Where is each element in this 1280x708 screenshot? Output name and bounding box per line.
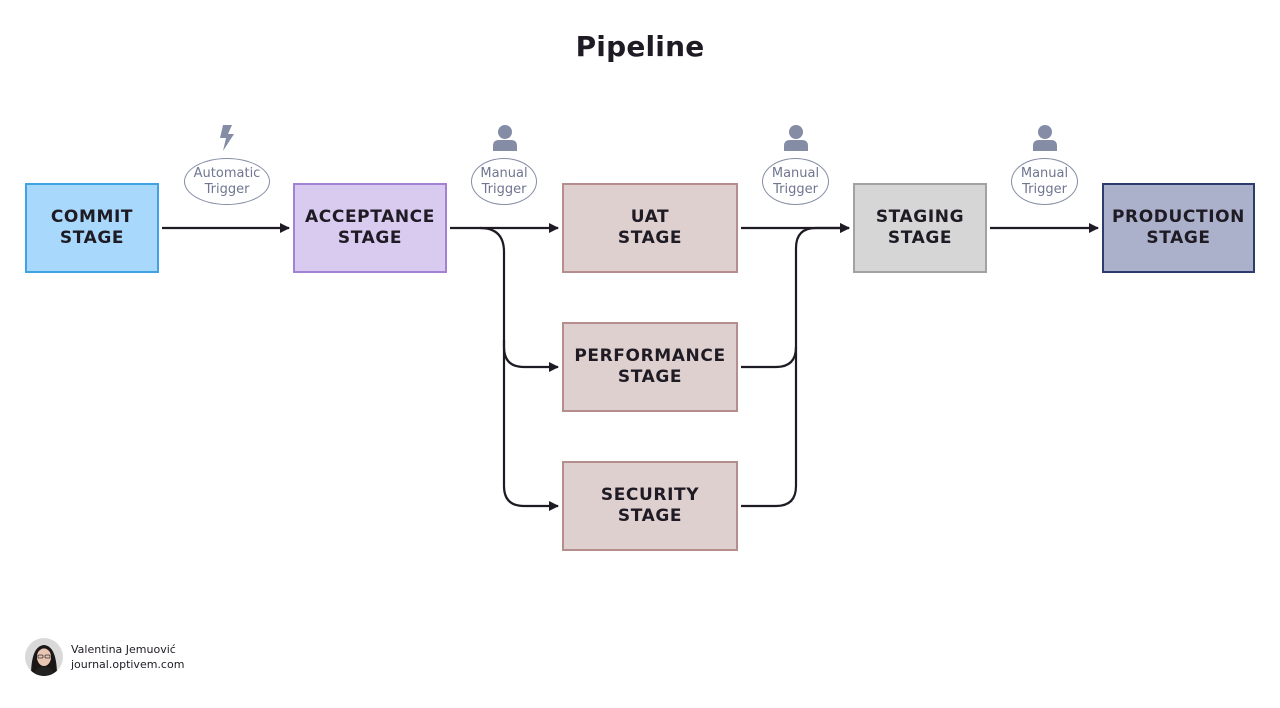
uat-stage-box: UAT STAGE [562,183,738,273]
arrow-performance-to-staging [741,223,850,369]
arrow-acceptance-to-security [502,340,559,511]
trigger-label-line1: Manual [771,165,820,181]
stage-label-line2: STAGE [617,367,683,387]
stage-label-line1: SECURITY [600,485,700,505]
commit-stage-box: COMMIT STAGE [25,183,159,273]
stage-label-line1: COMMIT [50,207,134,227]
stage-label-line1: ACCEPTANCE [305,207,435,227]
diagram-title: Pipeline [575,30,705,63]
lightning-icon [220,125,234,151]
trigger-label-line2: Trigger [1022,181,1067,197]
stage-label-line2: STAGE [887,228,953,248]
stage-label-line1: UAT [630,207,670,227]
stage-label-line2: STAGE [337,228,403,248]
person-icon [1033,125,1057,151]
trigger-label-line1: Manual [1020,165,1069,181]
person-icon [493,125,517,151]
author-website: journal.optivem.com [71,658,185,671]
trigger-label-line1: Manual [480,165,528,181]
staging-stage-box: STAGING STAGE [853,183,987,273]
trigger-label-line2: Trigger [481,181,527,197]
stage-label-line1: PRODUCTION [1112,207,1245,227]
performance-stage-box: PERFORMANCE STAGE [562,322,738,412]
stage-label-line2: STAGE [59,228,125,248]
manual-trigger-badge: Manual Trigger [762,158,829,205]
stage-label-line2: STAGE [617,228,683,248]
trigger-label-line2: Trigger [773,181,818,197]
author-name: Valentina Jemuović [71,643,176,656]
stage-label-line1: STAGING [875,207,965,227]
manual-trigger-badge: Manual Trigger [1011,158,1078,205]
automatic-trigger-badge: Automatic Trigger [184,158,270,205]
stage-label-line2: STAGE [617,506,683,526]
trigger-label-line2: Trigger [204,181,250,197]
arrow-security-to-staging [741,347,798,508]
author-avatar [25,638,63,676]
manual-trigger-badge: Manual Trigger [471,158,537,205]
person-icon [784,125,808,151]
production-stage-box: PRODUCTION STAGE [1102,183,1255,273]
stage-label-line1: PERFORMANCE [574,346,726,366]
security-stage-box: SECURITY STAGE [562,461,738,551]
arrow-acceptance-to-performance [479,226,559,372]
trigger-label-line1: Automatic [193,165,261,181]
acceptance-stage-box: ACCEPTANCE STAGE [293,183,447,273]
stage-label-line2: STAGE [1146,228,1211,248]
